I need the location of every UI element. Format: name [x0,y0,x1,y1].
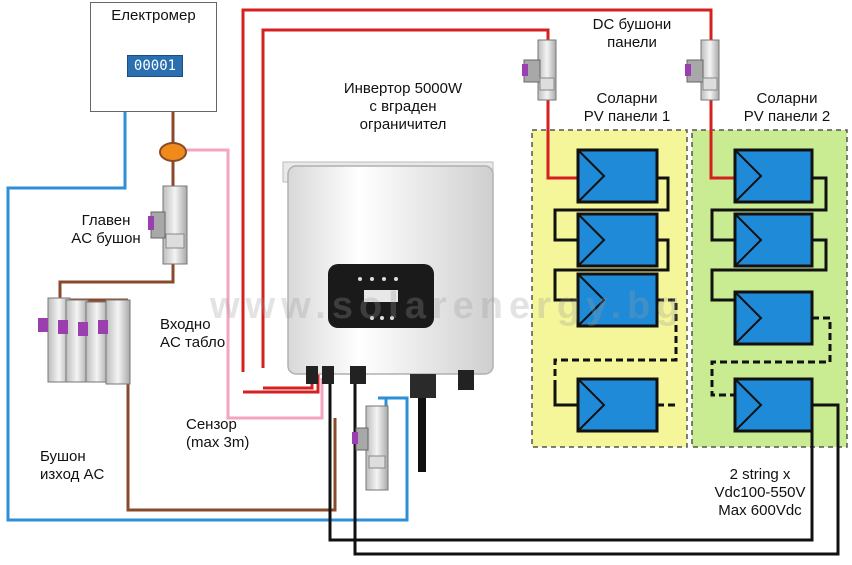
main-ac-fuse-label-line1: Главен [81,212,131,229]
main-ac-fuse [148,185,188,265]
pv-panel [576,377,659,433]
pv-panel [576,272,659,328]
output-ac-fuse-label-line1: Бушон [40,448,86,465]
pv-panel [733,377,814,433]
watermark: www.solarenergy.bg [209,285,685,327]
output-ac-fuse [352,405,389,491]
input-ac-panel-label: Входно AC табло [160,316,250,352]
dc-fuse-2 [685,39,720,101]
pv1-label-line2: PV панели 1 [583,108,671,125]
string-spec-label: 2 string x Vdc100-550V Max 600Vdc [700,466,820,520]
inverter-label-line3: ограничител [359,116,447,133]
main-ac-fuse-label-line2: AC бушон [71,230,141,247]
pv2-label-line1: Соларни [756,90,818,107]
electric-meter: Електромер 00001 [90,2,217,112]
dc-fuses-label: DC бушони панели [582,16,682,52]
input-ac-panel-fuses [38,297,131,385]
output-ac-fuse-label-line2: изход AC [40,466,105,483]
pv2-label-line2: PV панели 2 [743,108,831,125]
main-ac-fuse-label: Главен AC бушон [56,212,156,248]
dc-fuses-label-line1: DC бушони [592,16,672,33]
pv-panels-array-2 [733,148,814,433]
inverter-label-line2: с вграден [369,98,437,115]
sensor-pink-cable [180,148,324,420]
input-ac-panel-label-line1: Входно [160,316,211,333]
output-ac-fuse-label: Бушон изход AC [40,448,140,484]
pv-panels-array-1 [576,148,659,433]
pv-panel [733,290,814,346]
sensor-label-line2: (max 3m) [186,434,250,451]
inverter-label-line1: Инвертор 5000W [343,80,463,97]
dc-fuse-1 [522,39,557,101]
meter-title: Електромер [111,7,196,24]
string-spec-line3: Max 600Vdc [718,502,802,519]
sensor-label-line1: Сензор [186,416,237,433]
dc-fuses-label-line2: панели [607,34,657,51]
pv1-label-line1: Соларни [596,90,658,107]
pv-panel [733,148,814,204]
string-spec-line2: Vdc100-550V [714,484,806,501]
pv1-label: Соларни PV панели 1 [572,90,682,126]
pv-string-wiring [553,176,838,407]
pv-panel [576,148,659,204]
inverter [282,161,494,472]
sensor-label: Сензор (max 3m) [186,416,286,452]
pv-string-wiring-dashed [553,298,832,407]
sensor-clamp [159,142,187,162]
pv-panel [576,212,659,268]
inverter-label: Инвертор 5000W с вграден ограничител [328,80,478,134]
pv-panel [733,212,814,268]
pv2-label: Соларни PV панели 2 [732,90,842,126]
meter-display: 00001 [127,55,183,77]
string-spec-line1: 2 string x [729,466,791,483]
input-ac-panel-label-line2: AC табло [160,334,226,351]
